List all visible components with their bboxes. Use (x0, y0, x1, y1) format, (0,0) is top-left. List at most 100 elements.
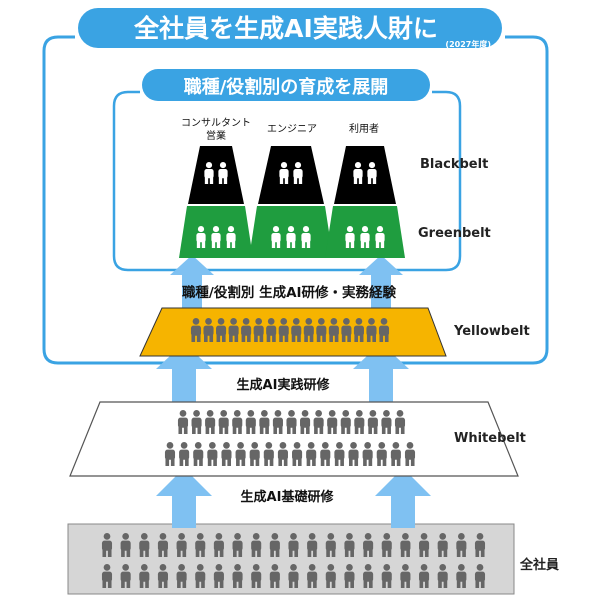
blackbelt-tier-consultant (188, 146, 244, 204)
employee-person-icon (251, 564, 262, 588)
whitebelt-person-icon (292, 442, 303, 466)
yellowbelt-person-icon (353, 318, 364, 342)
employee-person-icon (456, 564, 467, 588)
subtitle: 職種/役割別の育成を展開 (184, 76, 389, 98)
employee-person-icon (474, 564, 486, 588)
label-role-training: 職種/役割別 生成AI研修・実務経験 (182, 284, 397, 301)
whitebelt-person-icon (313, 410, 324, 434)
whitebelt-person-icon (286, 410, 297, 434)
employee-person-icon (269, 533, 280, 557)
greenbelt-person-icon (286, 226, 296, 248)
blackbelt-tier-engineer (258, 146, 324, 204)
employee-person-icon (213, 533, 224, 557)
whitebelt-person-icon (245, 410, 256, 434)
whitebelt-person-icon (300, 410, 311, 434)
yellowbelt-person-icon (366, 318, 377, 342)
employee-person-icon (363, 564, 374, 588)
subtitle-banner (142, 69, 430, 101)
blackbelt-tier-user (334, 146, 396, 204)
whitebelt-person-icon (367, 410, 378, 434)
whitebelt-person-icon (249, 442, 260, 466)
whitebelt-person-icon (272, 410, 283, 434)
label-all-employees: 全社員 (519, 557, 559, 573)
title-banner (78, 8, 502, 48)
employee-person-icon (176, 533, 187, 557)
employee-person-icon (456, 533, 467, 557)
whitebelt-person-icon (179, 442, 190, 466)
employee-person-icon (437, 564, 448, 588)
greenbelt-person-icon (271, 226, 281, 248)
blackbelt-person-icon (367, 162, 377, 184)
role-label-consultant-line1: コンサルタント (181, 117, 251, 129)
label-whitebelt: Whitebelt (454, 431, 526, 446)
employee-person-icon (120, 564, 131, 588)
employee-person-icon (419, 564, 430, 588)
employee-person-icon (344, 564, 355, 588)
whitebelt-person-icon (263, 442, 274, 466)
yellowbelt-person-icon (241, 318, 252, 342)
whitebelt-person-icon (354, 410, 365, 434)
whitebelt-person-icon (277, 442, 288, 466)
greenbelt-person-icon (196, 226, 206, 248)
employee-person-icon (157, 533, 168, 557)
role-label-consultant-line2: 営業 (206, 129, 226, 142)
label-practice-training: 生成AI実践研修 (237, 377, 331, 393)
employee-person-icon (381, 533, 392, 557)
label-yellowbelt: Yellowbelt (453, 324, 530, 339)
whitebelt-person-icon (207, 442, 218, 466)
yellowbelt-person-icon (278, 318, 289, 342)
employee-person-icon (400, 564, 411, 588)
blackbelt-person-icon (218, 162, 228, 184)
employee-person-icon (232, 564, 243, 588)
greenbelt-person-icon (226, 226, 236, 248)
whitebelt-person-icon (164, 442, 176, 466)
whitebelt-person-icon (306, 442, 317, 466)
employee-person-icon (232, 533, 243, 557)
whitebelt-person-icon (320, 442, 331, 466)
employee-person-icon (176, 564, 187, 588)
whitebelt-person-icon (218, 410, 229, 434)
greenbelt-person-icon (360, 226, 370, 248)
whitebelt-person-icon (394, 410, 406, 434)
blackbelt-person-icon (279, 162, 289, 184)
whitebelt-person-icon (193, 442, 204, 466)
yellowbelt-person-icon (291, 318, 302, 342)
yellowbelt-person-icon (266, 318, 277, 342)
employee-person-icon (101, 533, 113, 557)
whitebelt-person-icon (191, 410, 202, 434)
whitebelt-person-icon (259, 410, 270, 434)
employee-person-icon (419, 533, 430, 557)
employee-person-icon (139, 564, 150, 588)
yellowbelt-person-icon (216, 318, 227, 342)
employee-person-icon (288, 533, 299, 557)
whitebelt-person-icon (327, 410, 338, 434)
yellowbelt-person-icon (316, 318, 327, 342)
greenbelt-person-icon (375, 226, 385, 248)
employee-person-icon (157, 564, 168, 588)
role-label-user: 利用者 (349, 123, 379, 135)
yellowbelt-person-icon (228, 318, 239, 342)
arrow-basic-left-shaft-top (172, 500, 196, 528)
whitebelt-person-icon (404, 442, 416, 466)
whitebelt-person-icon (235, 442, 246, 466)
whitebelt-person-icon (376, 442, 387, 466)
employee-person-icon (195, 533, 206, 557)
whitebelt-person-icon (221, 442, 232, 466)
label-blackbelt: Blackbelt (420, 157, 488, 172)
greenbelt-person-icon (301, 226, 311, 248)
blackbelt-person-icon (293, 162, 303, 184)
employee-person-icon (269, 564, 280, 588)
yellowbelt-person-icon (328, 318, 339, 342)
yellowbelt-person-icon (378, 318, 390, 342)
employee-person-icon (120, 533, 131, 557)
greenbelt-person-icon (345, 226, 355, 248)
role-label-engineer: エンジニア (267, 124, 317, 135)
employee-person-icon (307, 533, 318, 557)
whitebelt-person-icon (348, 442, 359, 466)
year-note: (2027年度) (445, 39, 491, 49)
employee-person-icon (213, 564, 224, 588)
employee-person-icon (288, 564, 299, 588)
yellowbelt-person-icon (203, 318, 214, 342)
label-basic-training: 生成AI基礎研修 (241, 489, 335, 505)
